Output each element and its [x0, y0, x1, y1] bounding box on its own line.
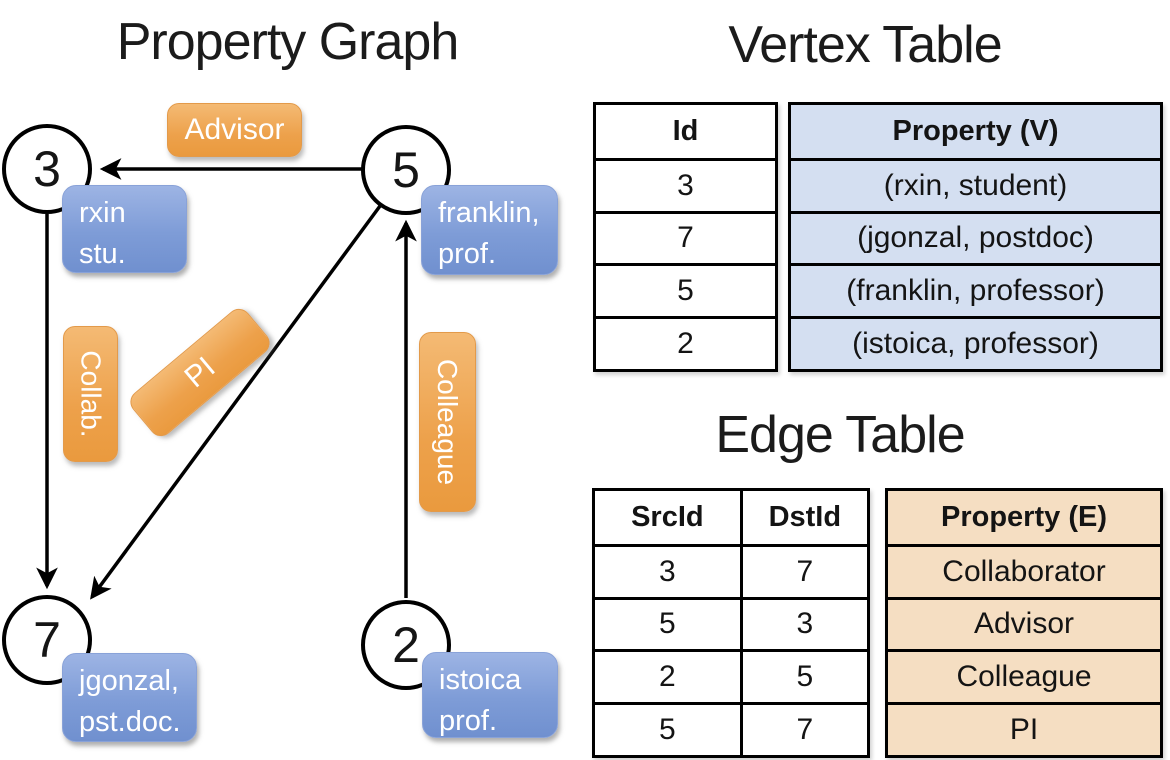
- edge-table-cell: 5: [742, 649, 867, 702]
- vertex-property-box-jgonzal: jgonzal, pst.doc.: [62, 653, 197, 742]
- vertex-table-header-id: Id: [672, 114, 699, 147]
- edge-table-cell: 2: [595, 649, 743, 703]
- edge-label-text: Advisor: [184, 113, 285, 146]
- vertex-table-id-column: Id 3 7 5 2: [593, 102, 778, 372]
- graph-node-2: 2: [361, 600, 451, 690]
- edge-table-header-srcid: SrcId: [595, 491, 743, 544]
- node-id: 2: [392, 617, 420, 673]
- edge-table-cell: PI: [888, 702, 1160, 755]
- edge-label-advisor: Advisor: [167, 103, 302, 157]
- edge-table-property-column: Property (E) Collaborator Advisor Collea…: [885, 488, 1163, 758]
- property-graph-title: Property Graph: [116, 13, 460, 71]
- vertex-property-line: prof.: [439, 704, 498, 737]
- edge-table-title: Edge Table: [715, 406, 965, 464]
- vertex-table-cell: 7: [596, 210, 775, 264]
- edge-label-collab: Collab.: [63, 326, 118, 462]
- edge-table-cell: Colleague: [888, 649, 1160, 702]
- vertex-table-header-property: Property (V): [892, 114, 1059, 147]
- vertex-property-line: pst.doc.: [79, 705, 181, 738]
- edge-label-colleague: Colleague: [419, 332, 476, 512]
- graph-node-5: 5: [361, 125, 451, 215]
- edge-table-header-dstid: DstId: [768, 500, 842, 533]
- edge-table-header-property: Property (E): [941, 500, 1107, 533]
- vertex-table-cell: (rxin, student): [791, 157, 1160, 211]
- edge-table-cell: 7: [742, 702, 867, 755]
- edge-table-cell: 3: [742, 596, 867, 650]
- edge-table-cell: 5: [595, 702, 743, 755]
- vertex-table-cell: (jgonzal, postdoc): [791, 210, 1160, 264]
- vertex-table-cell: 2: [596, 316, 775, 369]
- edge-table-cell: 3: [595, 543, 743, 597]
- vertex-property-line: jgonzal,: [79, 665, 179, 697]
- vertex-property-box-rxin: rxin stu.: [62, 185, 187, 273]
- vertex-table-cell: (franklin, professor): [791, 263, 1160, 316]
- vertex-table-cell: 5: [596, 263, 775, 316]
- vertex-table-title: Vertex Table: [728, 16, 1002, 74]
- node-id: 3: [33, 141, 61, 197]
- vertex-table-property-column: Property (V) (rxin, student) (jgonzal, p…: [788, 102, 1163, 372]
- edge-table-cell: Collaborator: [888, 543, 1160, 597]
- vertex-table-cell: (istoica, professor): [791, 316, 1160, 369]
- edge-label-text: Colleague: [432, 358, 464, 486]
- edge-table-id-columns: SrcId DstId 3 7 5 3 2 5 5 7: [592, 488, 870, 758]
- node-id: 7: [33, 612, 61, 668]
- vertex-property-line: stu.: [79, 237, 126, 270]
- edge-pi-5-to-7: [90, 204, 382, 600]
- vertex-property-box-istoica: istoica prof.: [422, 652, 558, 738]
- vertex-table-cell: 3: [596, 157, 775, 211]
- vertex-property-box-franklin: franklin, prof.: [421, 185, 558, 275]
- vertex-property-line: prof.: [438, 237, 497, 270]
- edge-label-text: Collab.: [75, 350, 107, 438]
- vertex-property-line: istoica: [439, 664, 522, 696]
- graph-edges: [36, 158, 417, 600]
- vertex-property-line: rxin: [79, 197, 126, 229]
- node-id: 5: [392, 142, 420, 198]
- edge-table-cell: 5: [595, 596, 743, 650]
- vertex-property-line: franklin,: [438, 197, 540, 229]
- edge-table-cell: Advisor: [888, 596, 1160, 650]
- edge-table-cell: 7: [742, 543, 867, 597]
- edge-label-text: PI: [178, 350, 222, 394]
